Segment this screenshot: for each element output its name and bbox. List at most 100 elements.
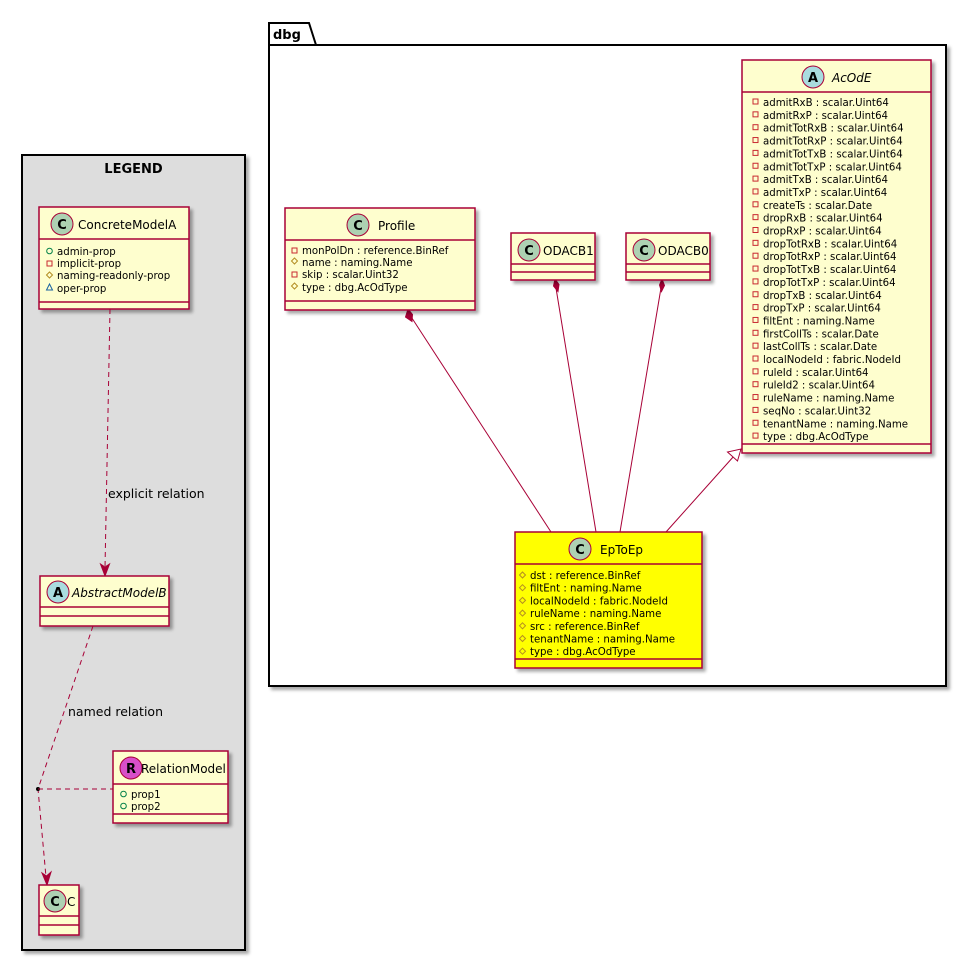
- class-c[interactable]: C C: [38, 884, 80, 936]
- edge-profile-eptoep: [404, 307, 552, 533]
- class-attr: src : reference.BinRef: [530, 622, 640, 633]
- private-visibility-icon: [752, 201, 759, 208]
- private-visibility-icon: [752, 432, 759, 439]
- class-attr: admin-prop: [57, 247, 116, 258]
- private-visibility-icon: [752, 355, 759, 362]
- class-attr: ruleId2 : scalar.Uint64: [763, 381, 875, 392]
- class-attr: dropTotTxB : scalar.Uint64: [763, 265, 896, 276]
- class-attr: dropRxP : scalar.Uint64: [763, 227, 882, 238]
- private-visibility-icon: [752, 149, 759, 156]
- protected-visibility-icon: [518, 647, 527, 655]
- class-attr: admitTotRxP : scalar.Uint64: [763, 137, 903, 148]
- class-attr: admitRxP : scalar.Uint64: [763, 111, 888, 122]
- protected-visibility-icon: [518, 622, 527, 630]
- private-visibility-icon: [752, 394, 759, 401]
- private-visibility-icon: [752, 162, 759, 169]
- class-concrete-model-a[interactable]: C ConcreteModelA admin-prop implicit-pro…: [38, 206, 190, 310]
- class-attr: name : naming.Name: [302, 258, 412, 269]
- class-attr: tenantName : naming.Name: [763, 419, 908, 430]
- private-visibility-icon: [752, 329, 759, 336]
- private-visibility-icon: [752, 98, 759, 105]
- private-visibility-icon: [291, 271, 298, 278]
- private-visibility-icon: [752, 342, 759, 349]
- private-visibility-icon: [752, 381, 759, 388]
- protected-visibility-icon: [518, 571, 527, 579]
- class-attr: skip : scalar.Uint32: [302, 270, 399, 281]
- class-name: C: [67, 895, 75, 909]
- protected-visibility-icon: [518, 609, 527, 617]
- edge-label-named: named relation: [68, 704, 163, 719]
- edge-explicit-relation: [99, 308, 111, 578]
- class-abstract-model-b[interactable]: A AbstractModelB: [39, 575, 170, 627]
- class-badge-icon: [517, 238, 541, 262]
- abstract-badge-icon: [801, 65, 825, 89]
- class-name: RelationModel: [141, 762, 226, 776]
- protected-visibility-icon: [290, 282, 299, 290]
- svg-text:C: C: [50, 895, 60, 910]
- class-attr: naming-readonly-prop: [57, 271, 170, 282]
- private-visibility-icon: [752, 265, 759, 272]
- class-attr: lastCollTs : scalar.Date: [763, 342, 877, 353]
- class-attr: admitTotTxP : scalar.Uint64: [763, 162, 902, 173]
- class-badge-icon: [568, 537, 592, 561]
- svg-text:R: R: [126, 762, 136, 777]
- svg-text:C: C: [575, 543, 585, 558]
- legend-title: LEGEND: [104, 162, 163, 177]
- private-visibility-icon: [752, 291, 759, 298]
- svg-text:A: A: [53, 586, 63, 601]
- class-attr: createTs : scalar.Date: [763, 201, 872, 212]
- svg-text:C: C: [639, 244, 649, 259]
- class-attr: oper-prop: [57, 284, 106, 295]
- class-attr-list: admitRxB : scalar.Uint64 admitRxP : scala…: [752, 98, 908, 443]
- protected-visibility-icon: [518, 596, 527, 605]
- class-attr: prop2: [131, 802, 161, 813]
- class-attr: implicit-prop: [57, 259, 121, 270]
- class-name: ConcreteModelA: [78, 218, 177, 232]
- class-attr: prop1: [131, 790, 161, 801]
- class-attr: ruleId : scalar.Uint64: [763, 368, 869, 379]
- package-name: dbg: [273, 28, 301, 43]
- edge-odacb0-eptoep: [619, 277, 666, 533]
- class-attr: type : dbg.AcOdType: [530, 647, 636, 658]
- class-badge-icon: [346, 213, 370, 237]
- private-visibility-icon: [46, 260, 53, 267]
- abstract-badge-icon: [46, 580, 70, 604]
- private-visibility-icon: [752, 239, 759, 246]
- class-attr: filtEnt : naming.Name: [763, 316, 875, 327]
- class-name: Profile: [378, 219, 415, 233]
- class-attr: dropTxB : scalar.Uint64: [763, 291, 882, 302]
- relation-badge-icon: [119, 756, 143, 780]
- class-name: ODACB1: [543, 244, 594, 258]
- class-acode[interactable]: A AcOdE admitRxB : scalar.Uint64admitRxP…: [741, 59, 932, 454]
- class-attr: type : dbg.AcOdType: [763, 432, 869, 443]
- class-attr: admitRxB : scalar.Uint64: [763, 98, 889, 109]
- class-odacb0[interactable]: C ODACB0: [625, 232, 711, 281]
- class-attr: type : dbg.AcOdType: [302, 283, 408, 294]
- class-relation-model[interactable]: R RelationModel prop1 prop2: [112, 750, 229, 824]
- public-visibility-icon: [46, 247, 53, 255]
- class-attr: ruleName : naming.Name: [530, 609, 661, 620]
- class-attr: filtEnt : naming.Name: [530, 584, 642, 595]
- class-profile[interactable]: C Profile monPolDn : reference.BinRef na…: [284, 207, 476, 311]
- class-attr: firstCollTs : scalar.Date: [763, 329, 879, 340]
- private-visibility-icon: [752, 252, 759, 259]
- class-attr: localNodeId : fabric.NodeId: [530, 596, 668, 607]
- class-name: EpToEp: [600, 543, 643, 557]
- svg-text:C: C: [57, 218, 67, 233]
- class-badge-icon: [50, 212, 74, 236]
- private-visibility-icon: [752, 111, 759, 118]
- class-attr: dropTotRxP : scalar.Uint64: [763, 252, 896, 263]
- class-name: AbstractModelB: [71, 586, 167, 600]
- class-attr: ruleName : naming.Name: [763, 394, 894, 405]
- class-attr: admitTxB : scalar.Uint64: [763, 175, 888, 186]
- private-visibility-icon: [752, 124, 759, 131]
- private-visibility-icon: [752, 175, 759, 182]
- class-badge-icon: [43, 889, 67, 913]
- class-odacb1[interactable]: C ODACB1: [510, 232, 596, 281]
- private-visibility-icon: [752, 368, 759, 375]
- private-visibility-icon: [752, 419, 759, 426]
- class-attr: localNodeId : fabric.NodeId: [763, 355, 901, 366]
- class-attr: dropTotRxB : scalar.Uint64: [763, 239, 897, 250]
